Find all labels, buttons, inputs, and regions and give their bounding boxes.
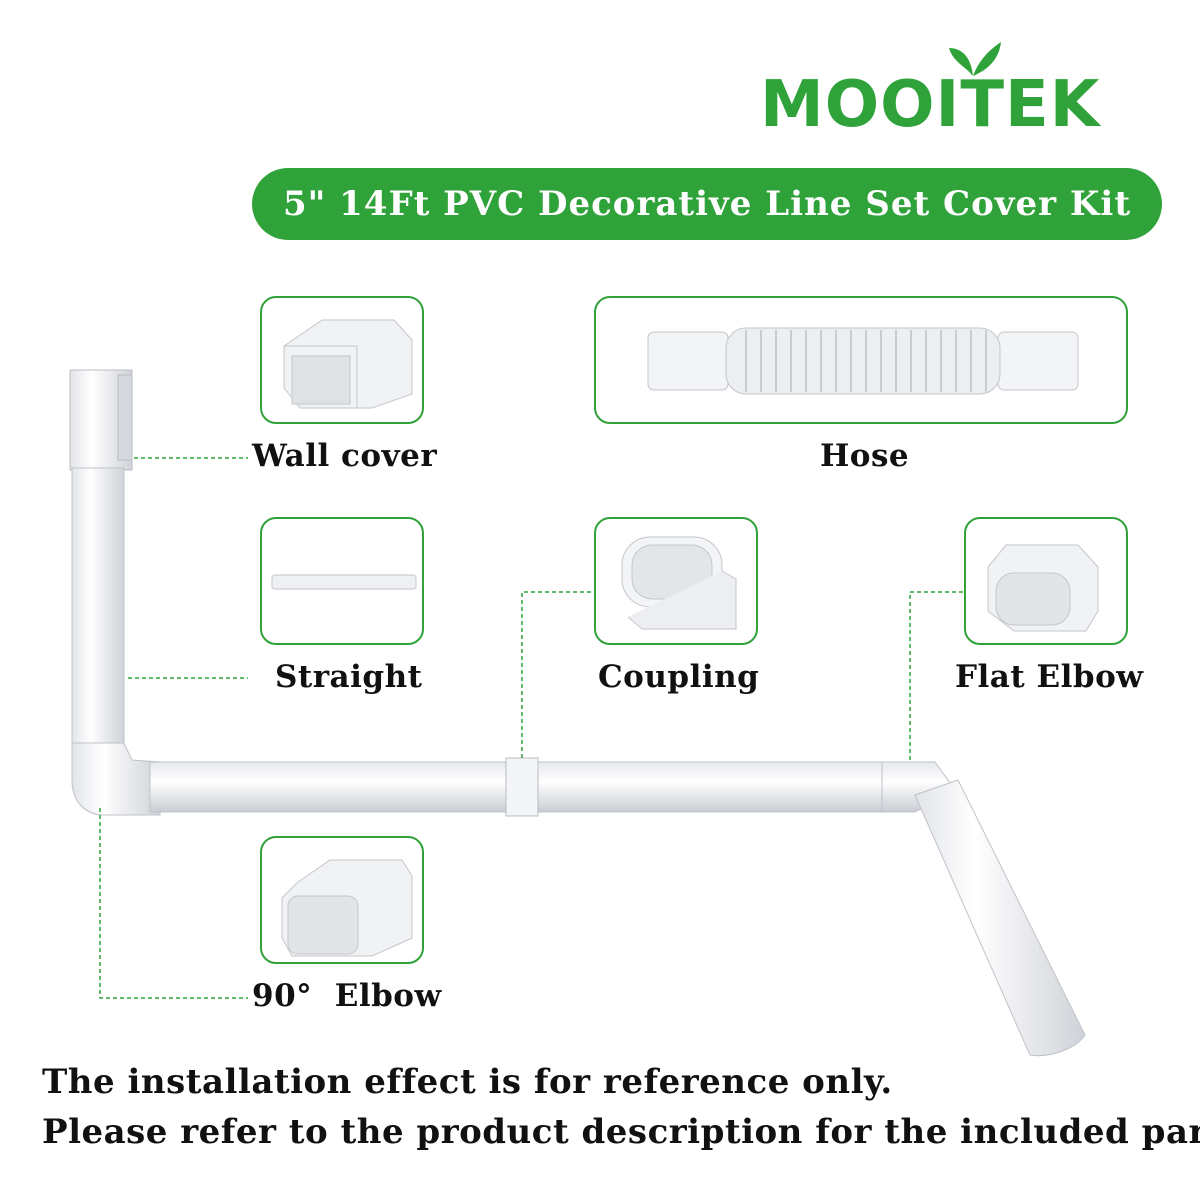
leaf-icon xyxy=(949,42,1001,76)
coupling-image xyxy=(621,536,737,630)
wall-cover-label: Wall cover xyxy=(252,438,438,474)
coupling-card xyxy=(594,517,758,645)
note-line-1: The installation effect is for reference… xyxy=(42,1062,893,1102)
straight-image xyxy=(271,574,417,590)
note-line-2: Please refer to the product description … xyxy=(42,1112,1200,1152)
straight-card xyxy=(260,517,424,645)
hose-image xyxy=(647,327,1079,395)
product-title-banner: 5" 14Ft PVC Decorative Line Set Cover Ki… xyxy=(252,168,1162,240)
brand-logo: MOOITEK xyxy=(760,68,1101,142)
flat-elbow-card xyxy=(964,517,1128,645)
flat-elbow-label: Flat Elbow xyxy=(955,659,1144,695)
straight-label: Straight xyxy=(275,659,423,695)
hose-card xyxy=(594,296,1128,424)
wall-cover-card xyxy=(260,296,424,424)
hose-label: Hose xyxy=(820,438,910,474)
elbow-90-image xyxy=(281,859,413,957)
wall-cover-image xyxy=(283,319,413,409)
coupling-label: Coupling xyxy=(598,659,760,695)
elbow-90-card xyxy=(260,836,424,964)
elbow-90-label: 90° Elbow xyxy=(252,978,442,1014)
flat-elbow-image xyxy=(987,544,1099,632)
